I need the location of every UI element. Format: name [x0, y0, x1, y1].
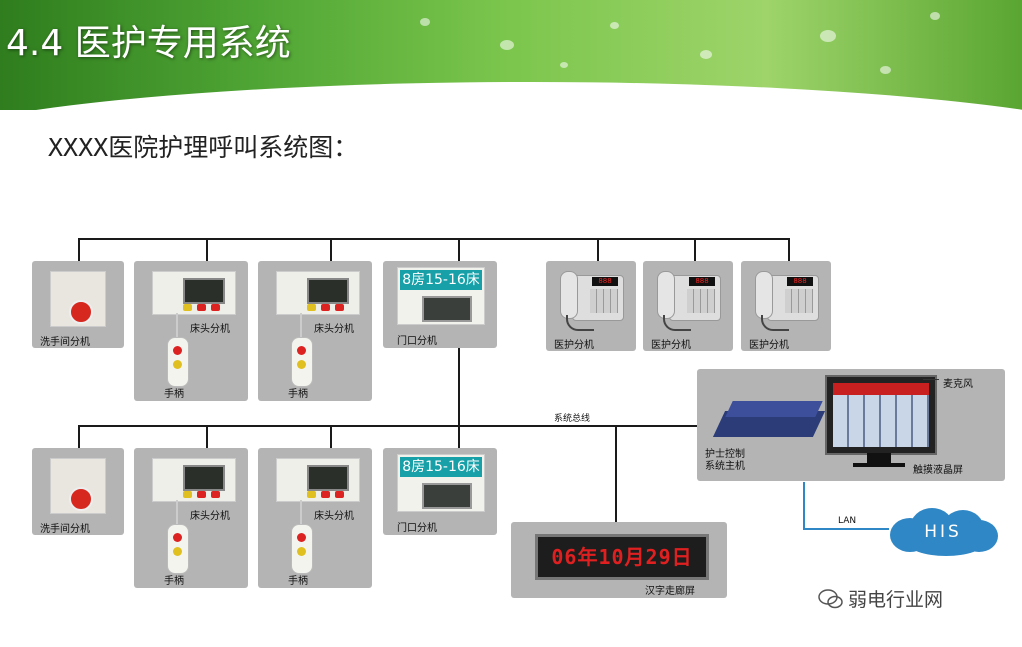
- nurse-phone-label: 医护分机: [749, 340, 789, 351]
- drop-line: [788, 238, 790, 262]
- bedside-unit-label: 床头分机: [190, 324, 230, 335]
- washroom-unit-label: 洗手间分机: [40, 524, 90, 535]
- door-unit: 8房15-16床 门口分机: [383, 261, 497, 348]
- phone-icon: 888: [558, 267, 624, 331]
- door-unit-label: 门口分机: [397, 336, 437, 347]
- bedside-unit-label: 床头分机: [314, 511, 354, 522]
- bedside-unit: 床头分机 手柄: [258, 261, 372, 401]
- drop-line: [694, 238, 696, 262]
- corridor-display: 06年10月29日 汉字走廊屏: [511, 522, 727, 598]
- drop-line: [78, 425, 80, 449]
- door-unit-label: 门口分机: [397, 523, 437, 534]
- drop-line: [206, 238, 208, 262]
- washroom-unit-label: 洗手间分机: [40, 337, 90, 348]
- handset-label: 手柄: [164, 576, 184, 587]
- watermark-text: 弱电行业网: [848, 589, 944, 611]
- his-label: HIS: [924, 522, 962, 542]
- his-cloud-icon: HIS: [886, 506, 1000, 558]
- door-display: 8房15-16床: [400, 457, 482, 477]
- lan-line: [803, 482, 805, 530]
- corridor-drop-line: [615, 425, 617, 525]
- top-bus-line: [78, 238, 790, 240]
- nurse-phone: 888 医护分机: [741, 261, 831, 351]
- call-button-icon: [69, 300, 93, 324]
- drop-line: [597, 238, 599, 262]
- bedside-unit: 床头分机 手柄: [134, 261, 248, 401]
- handset-label: 手柄: [288, 389, 308, 400]
- washroom-unit: 洗手间分机: [32, 261, 124, 348]
- header-banner: [0, 0, 1022, 110]
- drop-line: [458, 238, 460, 262]
- handset-icon: [291, 524, 313, 574]
- drop-line: [330, 238, 332, 262]
- screen-label: 触摸液晶屏: [913, 465, 963, 476]
- phone-icon: 888: [753, 267, 819, 331]
- door-unit: 8房15-16床 门口分机: [383, 448, 497, 535]
- host-unit-icon: [712, 397, 829, 445]
- nurse-phone-label: 医护分机: [651, 340, 691, 351]
- bedside-unit-label: 床头分机: [190, 511, 230, 522]
- nurse-phone-label: 医护分机: [554, 340, 594, 351]
- nurse-station: 麦克风 护士控制 系统主机 触摸液晶屏: [697, 369, 1005, 481]
- drop-line: [206, 425, 208, 449]
- bedside-unit: 床头分机 手柄: [258, 448, 372, 588]
- bus-label: 系统总线: [554, 414, 591, 424]
- lan-line: [803, 528, 889, 530]
- middle-bus-line: [78, 425, 710, 427]
- washroom-unit: 洗手间分机: [32, 448, 124, 535]
- handset-icon: [291, 337, 313, 387]
- trunk-line: [458, 346, 460, 426]
- page-title: 4.4 医护专用系统: [6, 23, 291, 64]
- bedside-unit: 床头分机 手柄: [134, 448, 248, 588]
- nurse-phone: 888 医护分机: [546, 261, 636, 351]
- handset-label: 手柄: [288, 576, 308, 587]
- handset-icon: [167, 337, 189, 387]
- bedside-unit-label: 床头分机: [314, 324, 354, 335]
- host-label: 护士控制 系统主机: [705, 449, 745, 472]
- diagram-subtitle: XXXX医院护理呼叫系统图：: [48, 133, 359, 162]
- nurse-phone: 888 医护分机: [643, 261, 733, 351]
- phone-icon: 888: [655, 267, 721, 331]
- corridor-display-text: 06年10月29日: [551, 545, 693, 569]
- corridor-label: 汉字走廊屏: [645, 586, 695, 597]
- handset-icon: [167, 524, 189, 574]
- handset-label: 手柄: [164, 389, 184, 400]
- drop-line: [78, 238, 80, 262]
- door-display: 8房15-16床: [400, 270, 482, 290]
- lan-label: LAN: [838, 516, 857, 526]
- wechat-icon: [818, 589, 843, 609]
- drop-line: [330, 425, 332, 449]
- touch-screen-icon: [825, 375, 937, 455]
- call-button-icon: [69, 487, 93, 511]
- drop-line: [458, 425, 460, 449]
- mic-label: 麦克风: [943, 379, 973, 390]
